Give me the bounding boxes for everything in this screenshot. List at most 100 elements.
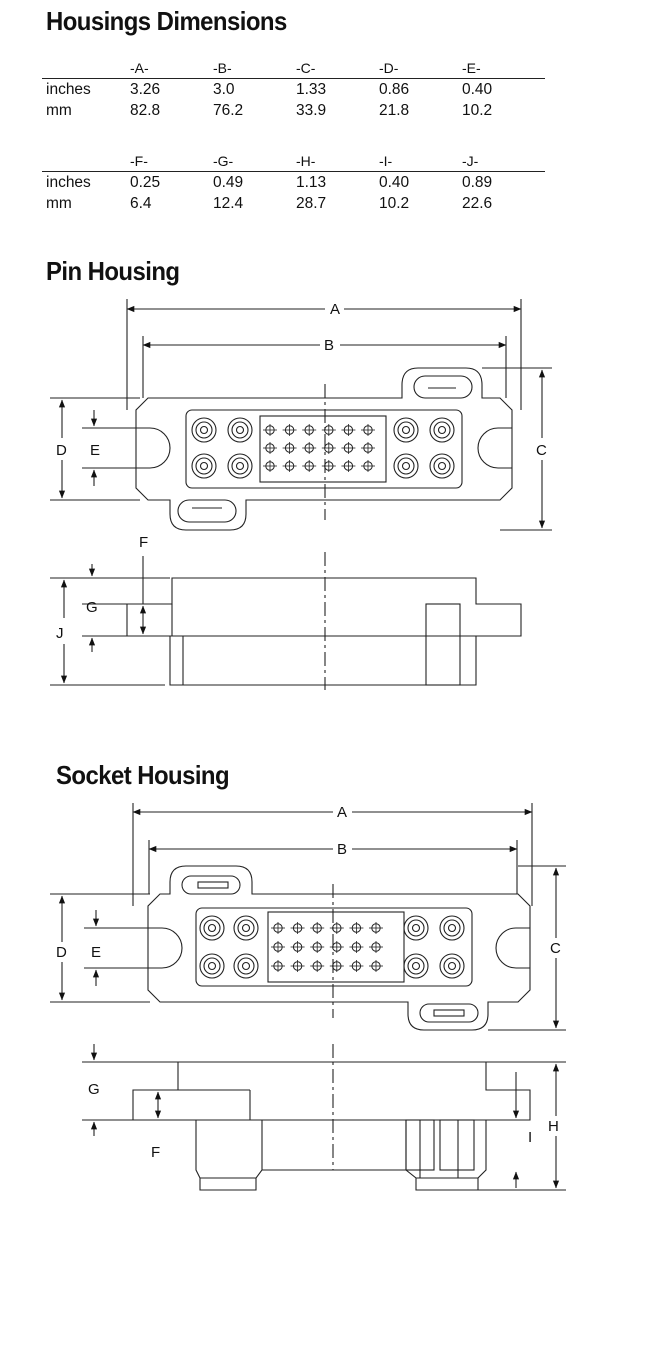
table-cell: 0.49 [213, 173, 244, 191]
socket-housing-outline [147, 865, 531, 1031]
table-cell: 28.7 [296, 194, 327, 212]
header-cell: -A- [130, 58, 213, 79]
label-i: I [528, 1129, 532, 1146]
label-d: D [56, 944, 67, 961]
power-contact-pin [235, 425, 245, 435]
pin-housing-title: Pin Housing [46, 256, 180, 286]
row-label: mm [46, 101, 72, 119]
power-contact [439, 915, 465, 941]
table-cell: 10.2 [379, 194, 410, 212]
power-contact-ring [237, 919, 255, 937]
table-cell: 1.13 [296, 173, 327, 191]
label-b: B [337, 841, 347, 858]
housing-notch [148, 927, 183, 969]
dimensions-title: Housings Dimensions [46, 6, 287, 36]
label-a: A [330, 301, 340, 318]
power-contact-ring [433, 457, 451, 475]
label-a: A [337, 804, 347, 821]
power-contact [403, 953, 429, 979]
latch-slot-bar [197, 881, 229, 889]
power-contact [393, 453, 419, 479]
table-cell: 6.4 [130, 194, 152, 212]
socket-housing-drawing: A B C D E F G H I [50, 803, 566, 1191]
power-contact [191, 453, 217, 479]
latch-slot [177, 499, 237, 523]
signal-contact-block [267, 911, 405, 983]
table-cell: 22.6 [462, 194, 493, 212]
power-contact-ring [397, 457, 415, 475]
label-h: H [548, 1118, 559, 1135]
power-contact [199, 953, 225, 979]
power-contact-ring [203, 957, 221, 975]
power-contact-ring [443, 957, 461, 975]
power-contact-pin [235, 461, 245, 471]
latch-post [439, 1119, 475, 1171]
label-j: J [56, 625, 64, 642]
latch-slot-bar [433, 1009, 465, 1017]
label-b: B [324, 337, 334, 354]
power-contact [227, 417, 253, 443]
latch-slot [419, 1003, 479, 1023]
power-contact-pin [411, 961, 421, 971]
pin-housing-side-profile [126, 577, 522, 686]
table-cell: 3.0 [213, 80, 235, 98]
power-contact-ring [195, 457, 213, 475]
power-contact [429, 417, 455, 443]
header-cell: -J- [462, 151, 545, 172]
latch-post [425, 603, 461, 686]
table-cell: 0.86 [379, 80, 410, 98]
housing-notch [495, 927, 530, 969]
latch-slot [413, 375, 473, 399]
header-cell: -G- [213, 151, 296, 172]
dimensions-table-2: -F- -G- -H- -I- -J- inches 0.25 0.49 1.1… [42, 151, 545, 214]
table-row: inches 0.25 0.49 1.13 0.40 0.89 [42, 172, 545, 194]
power-contact-ring [407, 919, 425, 937]
power-contact-ring [443, 919, 461, 937]
pin-housing-outline [135, 367, 513, 531]
dimensions-table-1: -A- -B- -C- -D- -E- inches 3.26 3.0 1.33… [42, 58, 545, 121]
table-row: mm 82.8 76.2 33.9 21.8 10.2 [42, 100, 545, 121]
power-contact-pin [411, 923, 421, 933]
socket-housing-title: Socket Housing [56, 760, 230, 790]
table-row: mm 6.4 12.4 28.7 10.2 22.6 [42, 193, 545, 214]
power-contact-pin [447, 961, 457, 971]
table-cell: 0.89 [462, 173, 493, 191]
power-contact-pin [241, 923, 251, 933]
power-contact [403, 915, 429, 941]
row-label: inches [46, 80, 91, 98]
power-contact [233, 915, 259, 941]
header-spacer [42, 151, 130, 172]
power-contact-ring [231, 457, 249, 475]
label-g: G [86, 599, 98, 616]
table-cell: 0.40 [379, 173, 410, 191]
table-header-row: -A- -B- -C- -D- -E- [42, 58, 545, 79]
power-contact [199, 915, 225, 941]
socket-contacts-group [199, 915, 465, 979]
power-contact [429, 453, 455, 479]
power-contact [393, 417, 419, 443]
table-row: inches 3.26 3.0 1.33 0.86 0.40 [42, 79, 545, 101]
power-contact-pin [241, 961, 251, 971]
header-cell: -C- [296, 58, 379, 79]
label-e: E [91, 944, 101, 961]
pin-contacts-group [191, 417, 455, 479]
table-cell: 21.8 [379, 101, 410, 119]
power-contact-ring [195, 421, 213, 439]
power-contact-ring [203, 919, 221, 937]
label-g: G [88, 1081, 100, 1098]
power-contact [191, 417, 217, 443]
row-label: mm [46, 194, 72, 212]
header-cell: -B- [213, 58, 296, 79]
row-label: inches [46, 173, 91, 191]
power-contact [233, 953, 259, 979]
power-contact-pin [199, 425, 209, 435]
label-d: D [56, 442, 67, 459]
latch-slot [181, 875, 241, 895]
housing-notch [136, 427, 171, 469]
contact-field-border [195, 907, 473, 987]
label-e: E [90, 442, 100, 459]
power-contact-pin [401, 425, 411, 435]
header-spacer [42, 58, 130, 79]
power-contact-ring [231, 421, 249, 439]
table-cell: 10.2 [462, 101, 493, 119]
